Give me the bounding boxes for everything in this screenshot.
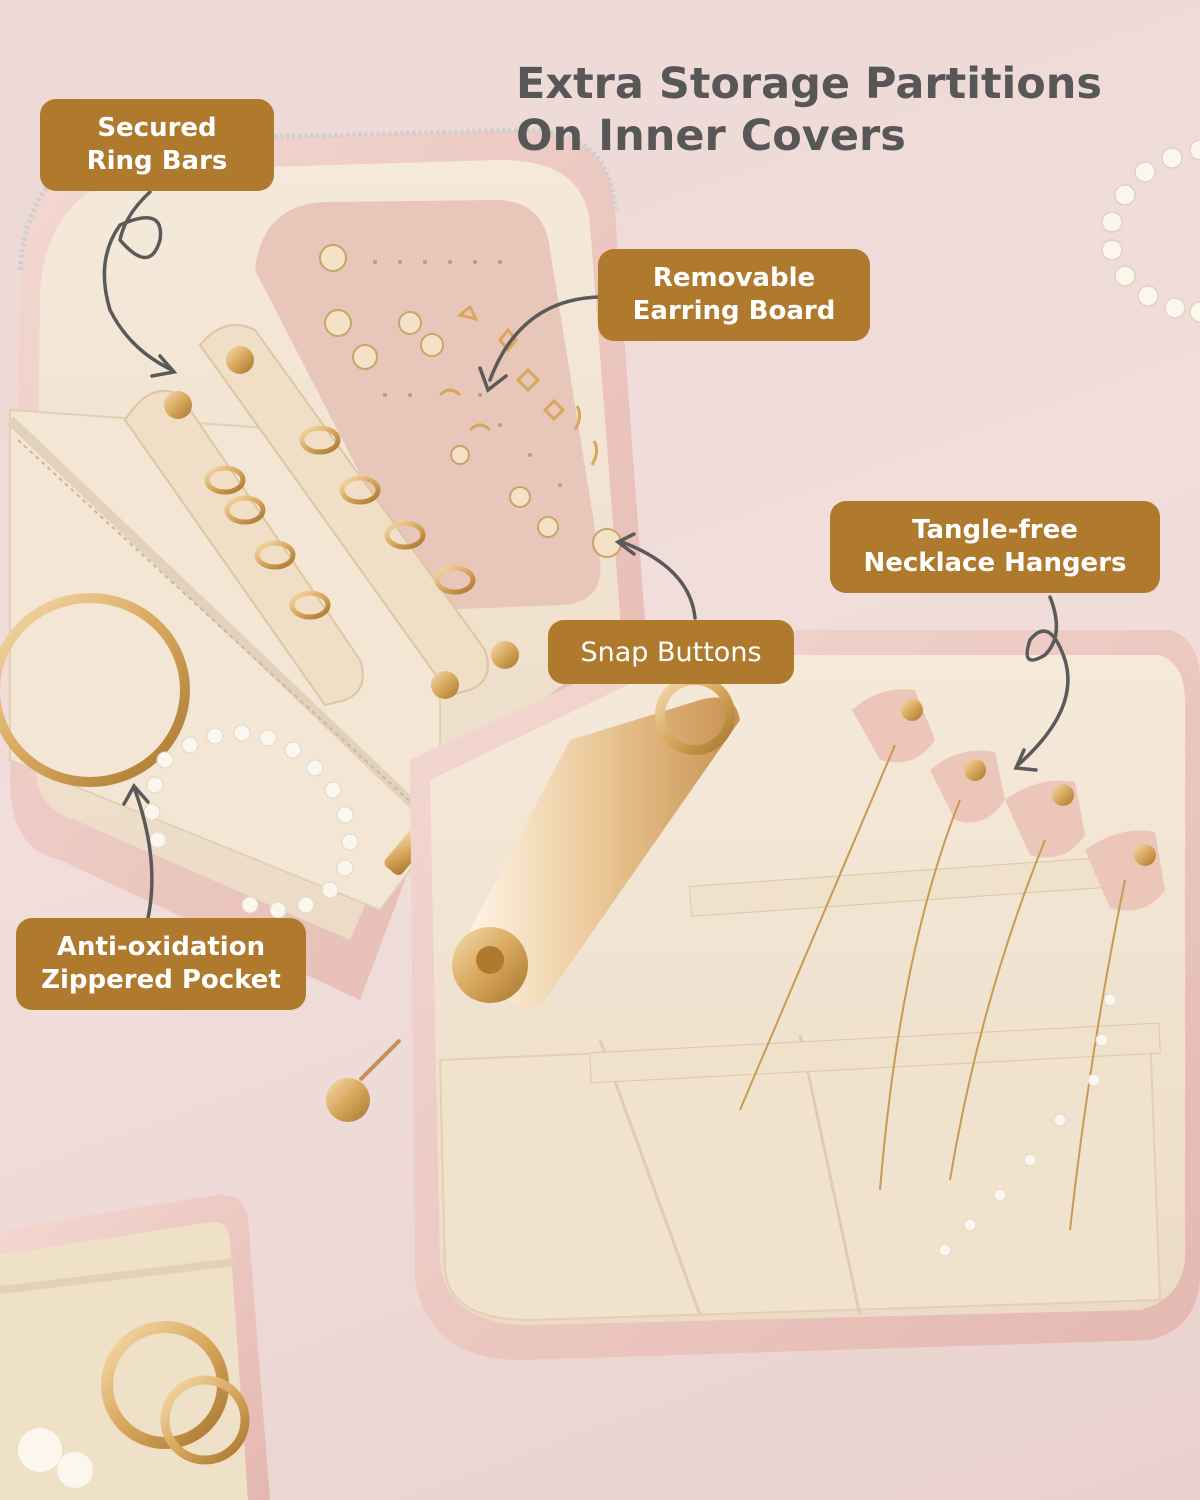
arrow-snap	[620, 540, 697, 620]
pearl-bracelet	[1101, 139, 1200, 323]
arrow-pocket-head	[122, 782, 150, 806]
second-organizer	[0, 1194, 270, 1500]
page-heading: Extra Storage Partitions On Inner Covers	[516, 58, 1176, 162]
callout-necklace-hangers-line-1: Tangle-free	[912, 515, 1078, 545]
arrow-earring-head	[478, 366, 508, 393]
ring-bars	[123, 324, 519, 707]
heading-line-1: Extra Storage Partitions	[516, 59, 1102, 109]
arrow-necklace	[1016, 595, 1070, 767]
callout-snap-buttons: Snap Buttons	[548, 620, 794, 684]
heading-line-2: On Inner Covers	[516, 111, 906, 161]
zipper-pull	[326, 1038, 402, 1122]
callout-zippered-pocket: Anti-oxidation Zippered Pocket	[16, 918, 306, 1010]
callout-zippered-pocket-line-2: Zippered Pocket	[41, 965, 281, 995]
callout-earring-board-line-1: Removable	[652, 263, 816, 293]
arrow-necklace-head	[1013, 748, 1038, 772]
callout-ring-bars: Secured Ring Bars	[40, 99, 274, 191]
callout-earring-board: Removable Earring Board	[598, 249, 870, 341]
callout-snap-buttons-label: Snap Buttons	[580, 636, 762, 668]
callout-zippered-pocket-line-1: Anti-oxidation	[56, 932, 266, 962]
necklace-hangers	[739, 689, 1165, 1257]
callout-necklace-hangers: Tangle-free Necklace Hangers	[830, 501, 1160, 593]
arrow-ring-bars-head	[150, 354, 178, 378]
callout-ring-bars-line-1: Secured	[97, 113, 217, 143]
arrow-ring-bars	[102, 190, 174, 372]
earring-board	[255, 200, 622, 610]
zippered-pocket-panel	[0, 408, 444, 919]
arrow-earring	[488, 295, 600, 382]
callout-earring-board-line-2: Earring Board	[632, 296, 836, 326]
arrow-pocket	[133, 788, 154, 920]
callout-necklace-hangers-line-2: Necklace Hangers	[863, 548, 1127, 578]
arrow-snap-head	[614, 532, 636, 556]
arrows	[102, 190, 1070, 920]
callout-ring-bars-line-2: Ring Bars	[86, 146, 228, 176]
